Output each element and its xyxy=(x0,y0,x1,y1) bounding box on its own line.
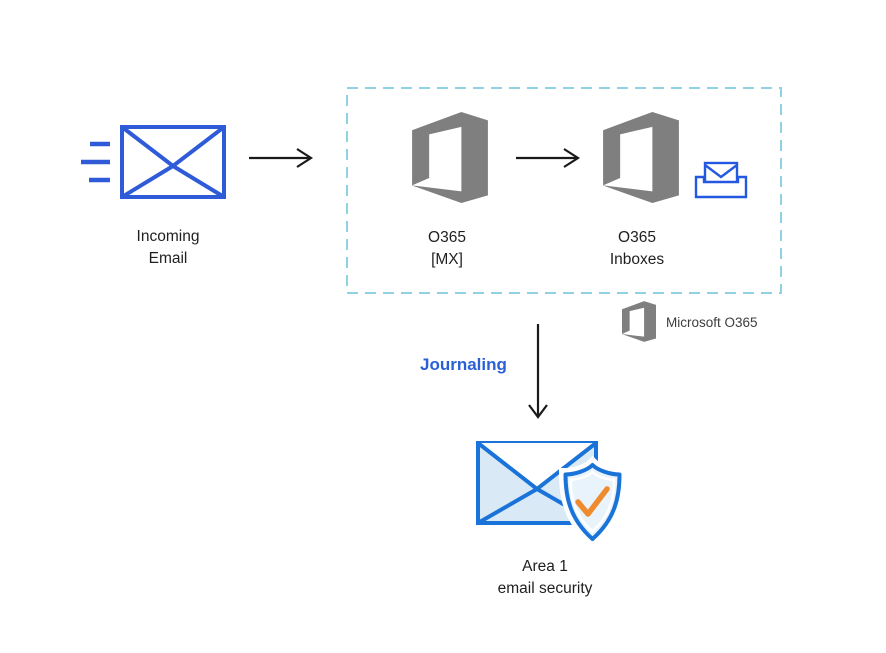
shield-check-icon xyxy=(558,455,626,545)
o365-logo-icon xyxy=(603,112,679,203)
incoming-email-icon xyxy=(81,125,226,199)
area1-security-icon xyxy=(476,441,626,545)
journaling-label: Journaling xyxy=(420,355,507,374)
o365-boundary-box xyxy=(346,87,782,294)
o365-logo-icon xyxy=(412,112,488,203)
legend-label: Microsoft O365 xyxy=(666,315,758,330)
o365-mx-label: O365 [MX] xyxy=(428,229,466,268)
inbox-tray-icon xyxy=(694,161,748,199)
o365-inboxes-label: O365 Inboxes xyxy=(609,229,665,268)
incoming-email-label: Incoming Email xyxy=(136,228,200,267)
arrow-down-icon xyxy=(528,324,548,419)
arrow-right-icon xyxy=(516,148,581,168)
o365-logo-icon xyxy=(622,301,656,342)
arrow-right-icon xyxy=(249,148,314,168)
area1-label: Area 1 email security xyxy=(497,558,593,597)
